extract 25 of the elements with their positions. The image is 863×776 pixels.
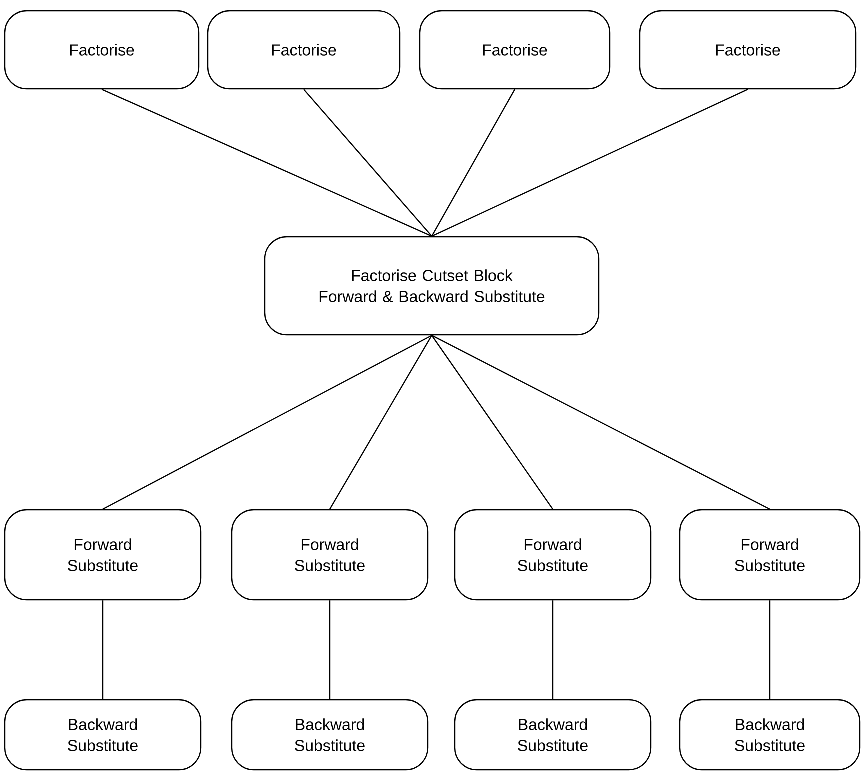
process-box: Factorise Cutset Block Forward & Backward Substitute <box>264 236 600 336</box>
process-box: Factorise <box>207 10 401 90</box>
connector-line <box>102 335 432 510</box>
connector-line <box>102 89 432 237</box>
process-box: Backward Substitute <box>679 699 861 771</box>
connector-line <box>431 89 516 237</box>
process-box: Backward Substitute <box>231 699 429 771</box>
connector-line <box>769 600 771 700</box>
process-box: Forward Substitute <box>231 509 429 601</box>
connector-line <box>304 89 432 237</box>
connector-line <box>432 89 748 237</box>
process-box: Forward Substitute <box>4 509 202 601</box>
connector-line <box>329 600 331 700</box>
connector-line <box>102 600 104 700</box>
process-box: Forward Substitute <box>454 509 652 601</box>
connector-line <box>432 335 770 510</box>
connector-line <box>552 600 554 700</box>
process-box: Backward Substitute <box>454 699 652 771</box>
connector-line <box>329 335 433 510</box>
process-box: Backward Substitute <box>4 699 202 771</box>
process-box: Forward Substitute <box>679 509 861 601</box>
process-box: Factorise <box>419 10 611 90</box>
process-box: Factorise <box>639 10 857 90</box>
connector-line <box>432 335 554 510</box>
process-box: Factorise <box>4 10 200 90</box>
